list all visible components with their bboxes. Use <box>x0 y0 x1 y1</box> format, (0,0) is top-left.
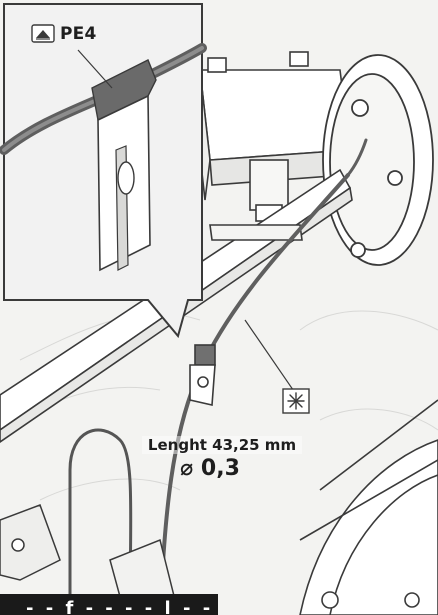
asterisk-box-icon <box>282 388 310 414</box>
cable-diameter-label: ⌀ 0,3 <box>180 456 240 481</box>
lower-right-drum <box>299 399 438 615</box>
bottom-caption-bar: - - f - - - - l - - l <box>0 594 218 615</box>
wheel-drum <box>322 54 434 266</box>
callout-bubble <box>0 3 207 339</box>
part-code-label: PE4 <box>60 24 97 44</box>
part-tray-icon <box>31 24 55 43</box>
leader-line <box>244 319 301 401</box>
cable-length-label: Lenght 43,25 mm <box>142 436 302 454</box>
cable-clip <box>189 344 216 406</box>
lower-cable-loop <box>68 428 133 615</box>
